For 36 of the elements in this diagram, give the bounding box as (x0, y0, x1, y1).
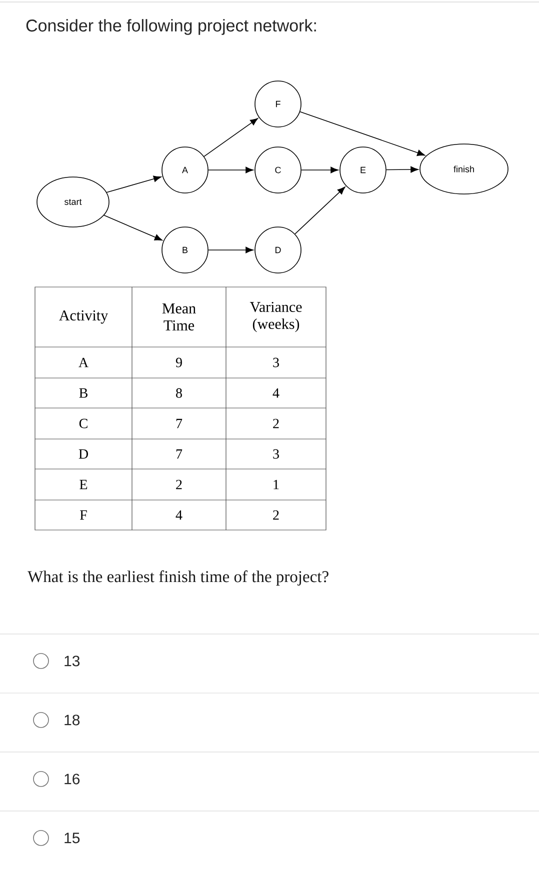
column-header: Variance (weeks) (250, 302, 302, 332)
table-cell: 8 (176, 388, 182, 398)
arrow (300, 111, 425, 156)
column-header: Mean Time (162, 304, 196, 330)
table-cell: 2 (273, 418, 279, 428)
table-cell: 9 (176, 358, 182, 368)
answer-option: 16 (64, 774, 80, 784)
arrow (204, 118, 258, 157)
arrow (294, 186, 346, 234)
heading: Consider the following project network: (26, 19, 316, 35)
table-cell: B (79, 388, 88, 398)
table-cell: 2 (176, 480, 182, 490)
question: What is the earliest finish time of the project? (28, 570, 328, 586)
arrow (301, 166, 338, 174)
table-cell: 7 (176, 418, 182, 428)
table-cell: 2 (273, 510, 279, 520)
arrow (208, 166, 254, 174)
table-cell: 3 (273, 358, 279, 368)
answer-option: 18 (64, 714, 80, 726)
arrow (208, 246, 254, 254)
table-cell: E (80, 480, 88, 490)
answer-option: 13 (64, 656, 80, 666)
table-cell: 4 (176, 510, 182, 520)
arrow (386, 166, 418, 173)
table-cell: F (80, 510, 87, 520)
column-header: Activity (59, 310, 108, 324)
table-cell: 4 (272, 388, 280, 398)
table-cell: 7 (176, 449, 182, 459)
arrow (104, 214, 162, 241)
table-cell: D (78, 449, 88, 459)
table-cell: A (78, 358, 88, 368)
table-cell: C (79, 418, 88, 428)
answer-option: 15 (64, 832, 80, 844)
table-cell: 1 (274, 480, 279, 490)
arrow (106, 176, 162, 193)
table-cell: 3 (273, 449, 279, 459)
